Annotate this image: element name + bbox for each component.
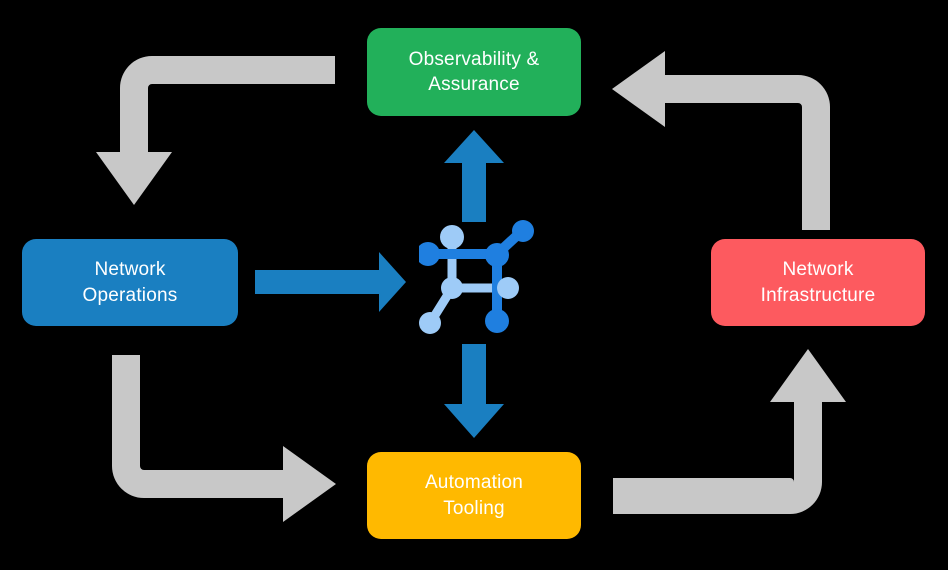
topology-node: [440, 225, 464, 249]
arrow-observability-to-operations: [96, 56, 335, 205]
network-topology-icon-svg: [416, 220, 534, 334]
network-topology-icon: [416, 220, 535, 336]
arrow-infrastructure-to-observability: [612, 51, 830, 230]
topology-node: [416, 242, 440, 266]
topology-node: [441, 277, 463, 299]
node-network-infrastructure-label: Network Infrastructure: [760, 259, 876, 306]
node-observability-label: Observability & Assurance: [408, 48, 540, 95]
arrow-automation-to-infrastructure: [613, 349, 846, 514]
topology-node: [497, 277, 519, 299]
topology-node: [485, 243, 509, 267]
topology-node: [419, 312, 441, 334]
node-network-operations[interactable]: Network Operations: [22, 239, 238, 326]
arrow-center-to-automation: [444, 344, 504, 438]
arrow-center-to-observability: [444, 130, 504, 222]
node-automation-tooling-label: Automation Tooling: [424, 472, 524, 519]
node-automation-tooling[interactable]: Automation Tooling: [367, 452, 581, 539]
node-observability-assurance[interactable]: Observability & Assurance: [367, 28, 581, 116]
topology-node: [512, 220, 534, 242]
topology-node: [485, 309, 509, 333]
arrow-operations-to-automation: [112, 355, 336, 522]
node-network-infrastructure[interactable]: Network Infrastructure: [711, 239, 925, 326]
node-network-operations-label: Network Operations: [82, 259, 178, 306]
arrow-operations-to-center: [255, 252, 406, 312]
